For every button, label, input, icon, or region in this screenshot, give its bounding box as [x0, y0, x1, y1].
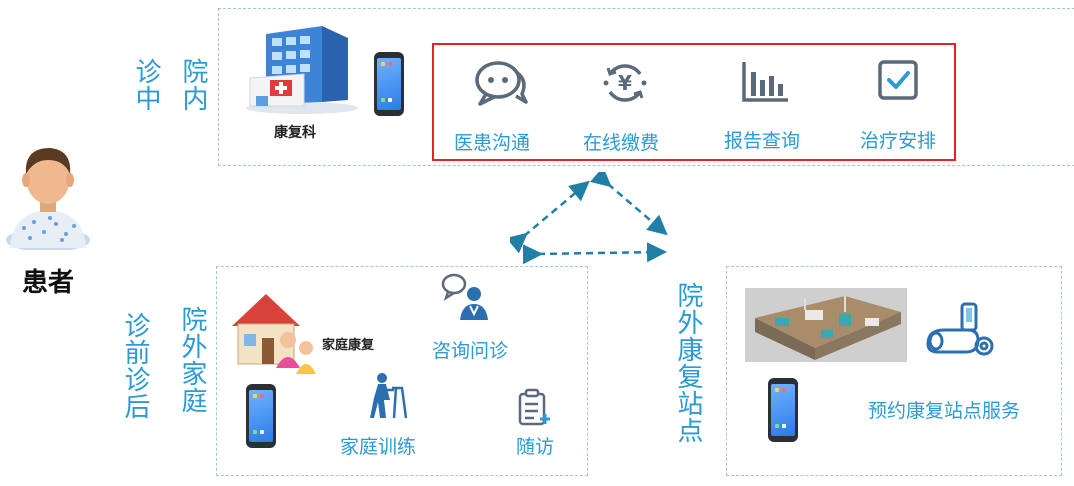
- house-label: 家庭康复: [322, 338, 375, 353]
- svg-text:¥: ¥: [618, 71, 632, 95]
- station-box: [726, 266, 1062, 476]
- yuan-payment-icon[interactable]: ¥: [600, 58, 650, 112]
- station-label: 院外康复站点: [673, 282, 703, 444]
- in-hospital-label-right: 院内: [178, 58, 208, 112]
- checkbox-icon[interactable]: [876, 58, 920, 106]
- service-label-communication[interactable]: 医患沟通: [454, 132, 531, 154]
- hospital-building-icon: [244, 24, 360, 114]
- in-hospital-box: [218, 8, 1074, 166]
- station-service-label[interactable]: 预约康复站点服务: [868, 400, 1021, 422]
- phone-icon-home: [246, 384, 276, 448]
- walker-elderly-icon: [368, 372, 408, 420]
- in-hospital-label-left: 诊中: [131, 58, 161, 112]
- patient-label: 患者: [22, 268, 75, 298]
- service-label-report[interactable]: 报告查询: [724, 130, 801, 152]
- training-label[interactable]: 家庭训练: [340, 436, 417, 458]
- rehab-room-image: [745, 288, 907, 362]
- phone-icon-station: [768, 378, 798, 442]
- services-highlight-box: [432, 43, 956, 161]
- rehab-equipment-icon: [922, 300, 1000, 362]
- service-label-treatment[interactable]: 治疗安排: [860, 130, 937, 152]
- consult-label[interactable]: 咨询问诊: [432, 340, 509, 362]
- followup-clipboard-icon: [514, 388, 554, 428]
- followup-label[interactable]: 随访: [516, 436, 555, 458]
- bar-chart-icon[interactable]: [740, 58, 790, 110]
- house-family-icon: [226, 288, 322, 378]
- doctor-consult-icon: [440, 272, 492, 322]
- connection-arrows: [506, 166, 680, 265]
- phone-icon-inhospital: [374, 52, 404, 116]
- patient-avatar: [4, 140, 92, 252]
- service-label-payment[interactable]: 在线缴费: [583, 132, 660, 154]
- department-label: 康复科: [274, 125, 316, 141]
- chat-bubble-icon[interactable]: [472, 58, 532, 114]
- home-box: [216, 266, 588, 476]
- home-label-right: 院外家庭: [177, 306, 207, 414]
- home-label-left: 诊前诊后: [120, 312, 150, 420]
